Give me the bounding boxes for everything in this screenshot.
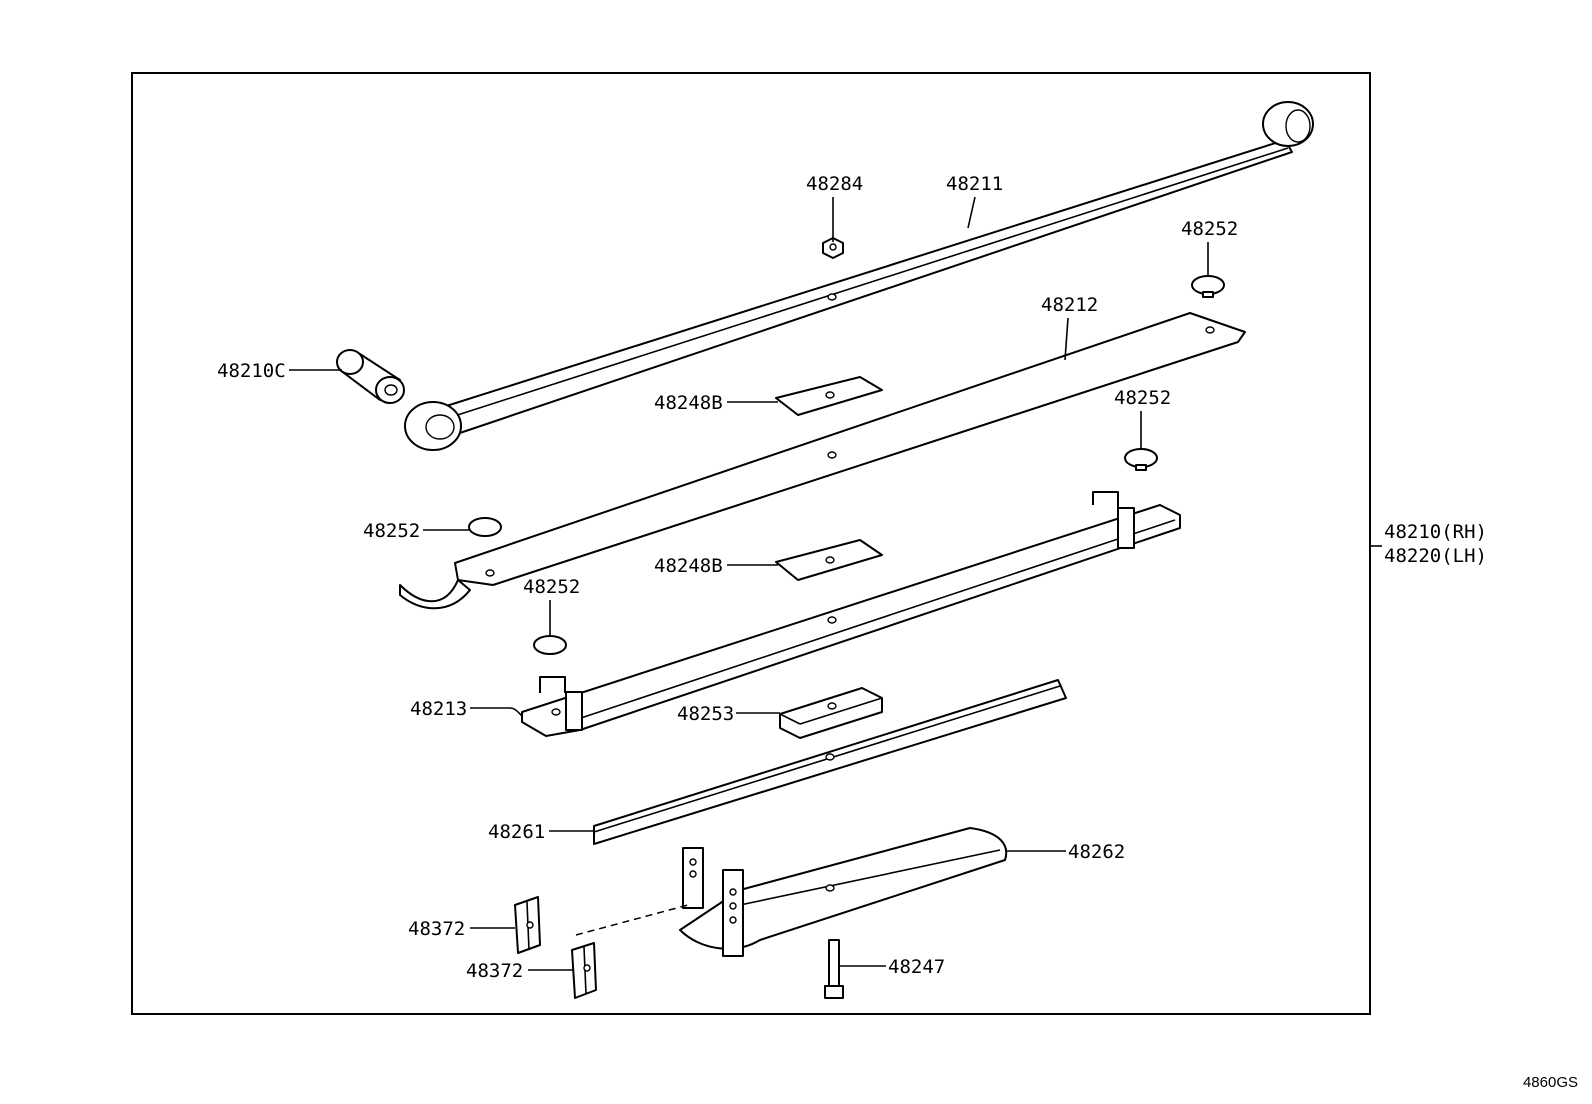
leaf-48261[interactable] — [593, 679, 1067, 845]
bushing-48210C[interactable] — [336, 349, 405, 404]
leader-lines — [289, 196, 1382, 971]
callout-48252-mid: 48252 — [1114, 387, 1171, 409]
leaf-48213[interactable] — [521, 491, 1181, 737]
callout-48262: 48262 — [1068, 841, 1125, 863]
callout-48261: 48261 — [488, 821, 545, 843]
callout-48247: 48247 — [888, 956, 945, 978]
clip-48372-upper[interactable] — [514, 896, 541, 954]
callout-48252-lower: 48252 — [523, 576, 580, 598]
callout-48212: 48212 — [1041, 294, 1098, 316]
dashed-alignment-line — [575, 904, 689, 936]
button-48252-lower[interactable] — [533, 635, 567, 655]
button-48252-top[interactable] — [1191, 275, 1225, 298]
leaf-48212[interactable] — [399, 312, 1246, 610]
button-48252-mid[interactable] — [1124, 448, 1158, 471]
main-leaf-48211[interactable] — [404, 101, 1314, 451]
callout-48284: 48284 — [806, 173, 863, 195]
clip-48372-lower[interactable] — [571, 942, 597, 999]
callout-48252-top: 48252 — [1181, 218, 1238, 240]
diagram-frame — [131, 72, 1371, 1015]
button-48252-left[interactable] — [468, 517, 502, 537]
callout-48248B-upper: 48248B — [654, 392, 723, 414]
pad-48248B-upper[interactable] — [775, 376, 883, 416]
callout-48372-upper: 48372 — [408, 918, 465, 940]
callout-48248B-lower: 48248B — [654, 555, 723, 577]
callout-48372-lower: 48372 — [466, 960, 523, 982]
callout-48211: 48211 — [946, 173, 1003, 195]
assembly-label-lh: 48220(LH) — [1384, 545, 1487, 567]
callout-48253: 48253 — [677, 703, 734, 725]
assembly-label-rh: 48210(RH) — [1384, 521, 1487, 543]
pad-48248B-lower[interactable] — [775, 539, 883, 581]
leaf-48262[interactable] — [679, 827, 1008, 957]
spacer-48253[interactable] — [779, 687, 883, 739]
bolt-48247[interactable] — [824, 939, 844, 999]
diagram-code: 4860GS — [1522, 1074, 1578, 1091]
callout-48252-left: 48252 — [363, 520, 420, 542]
callout-48213: 48213 — [410, 698, 467, 720]
nut-48284[interactable] — [822, 237, 844, 259]
callout-48210C: 48210C — [217, 360, 286, 382]
